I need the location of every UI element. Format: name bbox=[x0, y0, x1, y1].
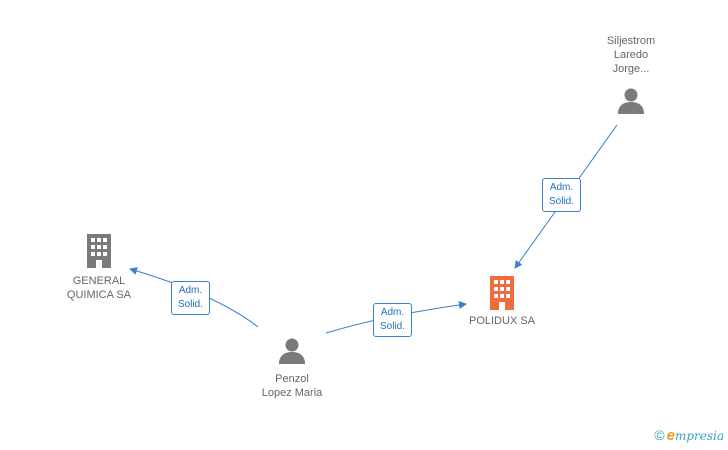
copyright-icon: © bbox=[654, 427, 665, 443]
node-general-quimica[interactable]: GENERAL QUIMICA SA bbox=[56, 234, 142, 302]
relation-label-siljestrom-polidux[interactable]: Adm. Solid. bbox=[542, 178, 582, 212]
person-icon bbox=[279, 338, 305, 364]
node-siljestrom[interactable]: Siljestrom Laredo Jorge... bbox=[588, 34, 674, 116]
person-icon bbox=[618, 88, 644, 114]
brand-name: mpresia bbox=[674, 429, 724, 443]
node-penzol[interactable]: Penzol Lopez Maria bbox=[248, 336, 336, 400]
node-polidux[interactable]: POLIDUX SA bbox=[458, 276, 546, 328]
node-general-quimica-label: GENERAL QUIMICA SA bbox=[66, 275, 132, 301]
relation-label-penzol-polidux[interactable]: Adm. Solid. bbox=[373, 303, 413, 337]
node-polidux-label: POLIDUX SA bbox=[468, 315, 536, 327]
empresia-logo: ©empresia bbox=[654, 427, 724, 444]
node-siljestrom-label: Siljestrom Laredo Jorge... bbox=[606, 35, 656, 75]
relation-label-penzol-general-quimica[interactable]: Adm. Solid. bbox=[171, 281, 211, 315]
node-penzol-label: Penzol Lopez Maria bbox=[261, 373, 323, 399]
building-icon bbox=[87, 234, 111, 268]
building-icon bbox=[490, 276, 514, 310]
brand-initial: e bbox=[666, 427, 675, 444]
